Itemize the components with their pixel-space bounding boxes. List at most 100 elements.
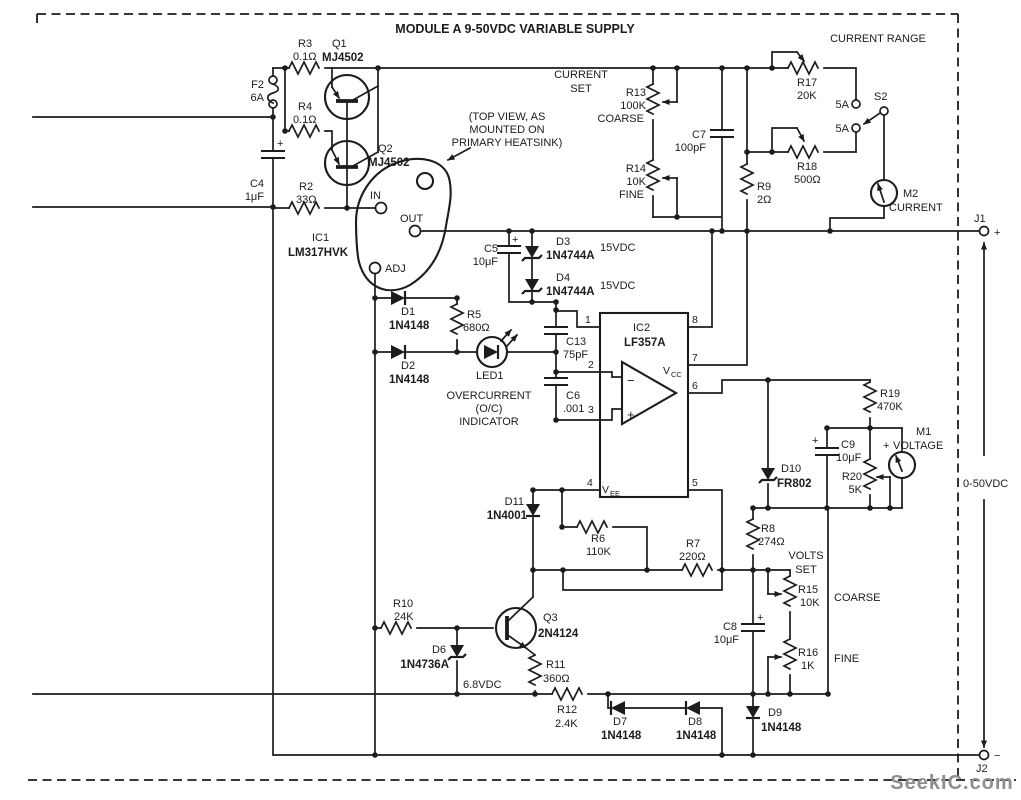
potentiometer-R13: R13 100K COARSE (598, 82, 678, 125)
capacitor-C13: C13 75pF (544, 325, 588, 361)
j2-polarity: − (994, 750, 1000, 762)
r12-value: 2.4K (555, 718, 578, 730)
f2-ref: F2 (251, 79, 264, 91)
volts-set-line1: VOLTS (788, 550, 823, 562)
r12-ref: R12 (557, 704, 577, 716)
overcurrent-note-line1: OVERCURRENT (447, 390, 532, 402)
ic2-noninverting-input: + (627, 407, 635, 422)
resistor-R4: R4 0.1Ω (287, 101, 321, 139)
r18-value: 500Ω (794, 174, 821, 186)
potentiometer-R15: R15 10K COARSE (767, 574, 880, 609)
r13-value: 100K (620, 100, 646, 112)
d6-note: 6.8VDC (463, 679, 502, 691)
transistor-Q3: Q3 2N4124 (494, 606, 579, 650)
potentiometer-R17: R17 20K (786, 50, 820, 102)
diode-D7: D7 1N4148 (601, 701, 642, 742)
d1-part: 1N4148 (389, 320, 430, 332)
diode-D2: D2 1N4148 (389, 345, 430, 386)
diode-D8: D8 1N4148 (676, 701, 717, 742)
ic2-pin5: 5 (692, 477, 698, 489)
j1-polarity: + (994, 227, 1000, 239)
c6-ref: C6 (566, 390, 580, 402)
capacitor-C6: C6 .001 (544, 376, 584, 415)
fuse-F2: F2 6A (251, 75, 280, 109)
r16-ref: R16 (798, 647, 818, 659)
c5-value: 10μF (473, 256, 499, 268)
capacitor-C4: + C4 1μF (245, 138, 285, 203)
resistor-R8: R8 274Ω (745, 517, 785, 551)
r5-ref: R5 (467, 309, 481, 321)
resistor-R19: R19 470K (862, 380, 903, 414)
c8-value: 10μF (714, 634, 740, 646)
r2-value: 33Ω (296, 194, 316, 206)
m1-ref: M1 (916, 426, 931, 438)
c13-ref: C13 (566, 336, 586, 348)
ic1-ref: IC1 (312, 232, 329, 244)
terminal-J1: J1 + (974, 213, 1000, 239)
resistor-R7: R7 220Ω (679, 538, 714, 578)
volts-fine-label: FINE (834, 653, 859, 665)
resistor-R6: R6 110K (575, 519, 612, 558)
c6-value: .001 (563, 403, 584, 415)
c8-ref: C8 (723, 621, 737, 633)
resistor-R12: R12 2.4K (550, 686, 584, 730)
r11-ref: R11 (546, 659, 565, 671)
f2-value: 6A (251, 92, 265, 104)
resistor-R10: R10 24K (379, 598, 414, 636)
r9-value: 2Ω (757, 194, 771, 206)
r6-ref: R6 (591, 533, 605, 545)
s2-contact-bottom-label: 5A (836, 123, 850, 135)
ic2-vcc-sub: CC (671, 370, 682, 379)
ic2-pin6: 6 (692, 380, 698, 392)
r20-ref: R20 (842, 471, 862, 483)
ic2-pin7: 7 (692, 352, 698, 364)
volts-set-line2: SET (795, 564, 817, 576)
ic1-pin-in: IN (370, 190, 381, 202)
c5-polarity: + (512, 234, 518, 246)
c9-ref: C9 (841, 439, 855, 451)
ic2-pin3: 3 (588, 404, 594, 416)
heatsink-note: (TOP VIEW, AS MOUNTED ON PRIMARY HEATSIN… (446, 111, 562, 162)
capacitor-C7: C7 100pF (675, 128, 734, 154)
d4-part: 1N4744A (546, 286, 595, 298)
q2-ref: Q2 (378, 143, 393, 155)
c9-value: 10μF (836, 452, 862, 464)
potentiometer-R18: R18 500Ω (786, 126, 821, 186)
r13-ref: R13 (626, 87, 646, 99)
current-set-line1: CURRENT (554, 69, 608, 81)
r19-ref: R19 (880, 388, 900, 400)
d3-part: 1N4744A (546, 250, 595, 262)
meter-M1: + M1 VOLTAGE (883, 426, 943, 480)
r7-value: 220Ω (679, 551, 706, 563)
q2-part: MJ4502 (368, 157, 410, 169)
r10-ref: R10 (393, 598, 413, 610)
m2-label: CURRENT (889, 202, 943, 214)
potentiometer-R20: R20 5K (842, 457, 891, 496)
r4-value: 0.1Ω (293, 114, 317, 126)
potentiometer-R16: R16 1K FINE (767, 637, 859, 672)
c8-polarity: + (757, 612, 763, 624)
zener-D10: D10 FR802 (758, 463, 812, 490)
output-range-label: 0-50VDC (963, 478, 1008, 490)
transistor-Q2: Q2 MJ4502 (323, 139, 410, 187)
diode-D9: D9 1N4148 (746, 706, 802, 734)
r6-value: 110K (586, 546, 612, 558)
q1-ref: Q1 (332, 38, 347, 50)
d11-part: 1N4001 (487, 510, 528, 522)
m2-ref: M2 (903, 188, 918, 200)
c9-polarity: + (812, 435, 818, 447)
led1-ref: LED1 (476, 370, 504, 382)
r17-value: 20K (797, 90, 817, 102)
d1-ref: D1 (401, 306, 415, 318)
d3-note: 15VDC (600, 242, 636, 254)
r8-value: 274Ω (758, 536, 785, 548)
s2-ref: S2 (874, 91, 887, 103)
r3-ref: R3 (298, 38, 312, 50)
d9-part: 1N4148 (761, 722, 802, 734)
junction-dots (270, 65, 893, 758)
ic2-pin1: 1 (585, 314, 591, 326)
zener-D4: D4 1N4744A 15VDC (521, 272, 636, 298)
resistor-R3: R3 0.1Ω (287, 38, 321, 76)
regulator-IC1: IN OUT ADJ IC1 LM317HVK (288, 157, 452, 292)
